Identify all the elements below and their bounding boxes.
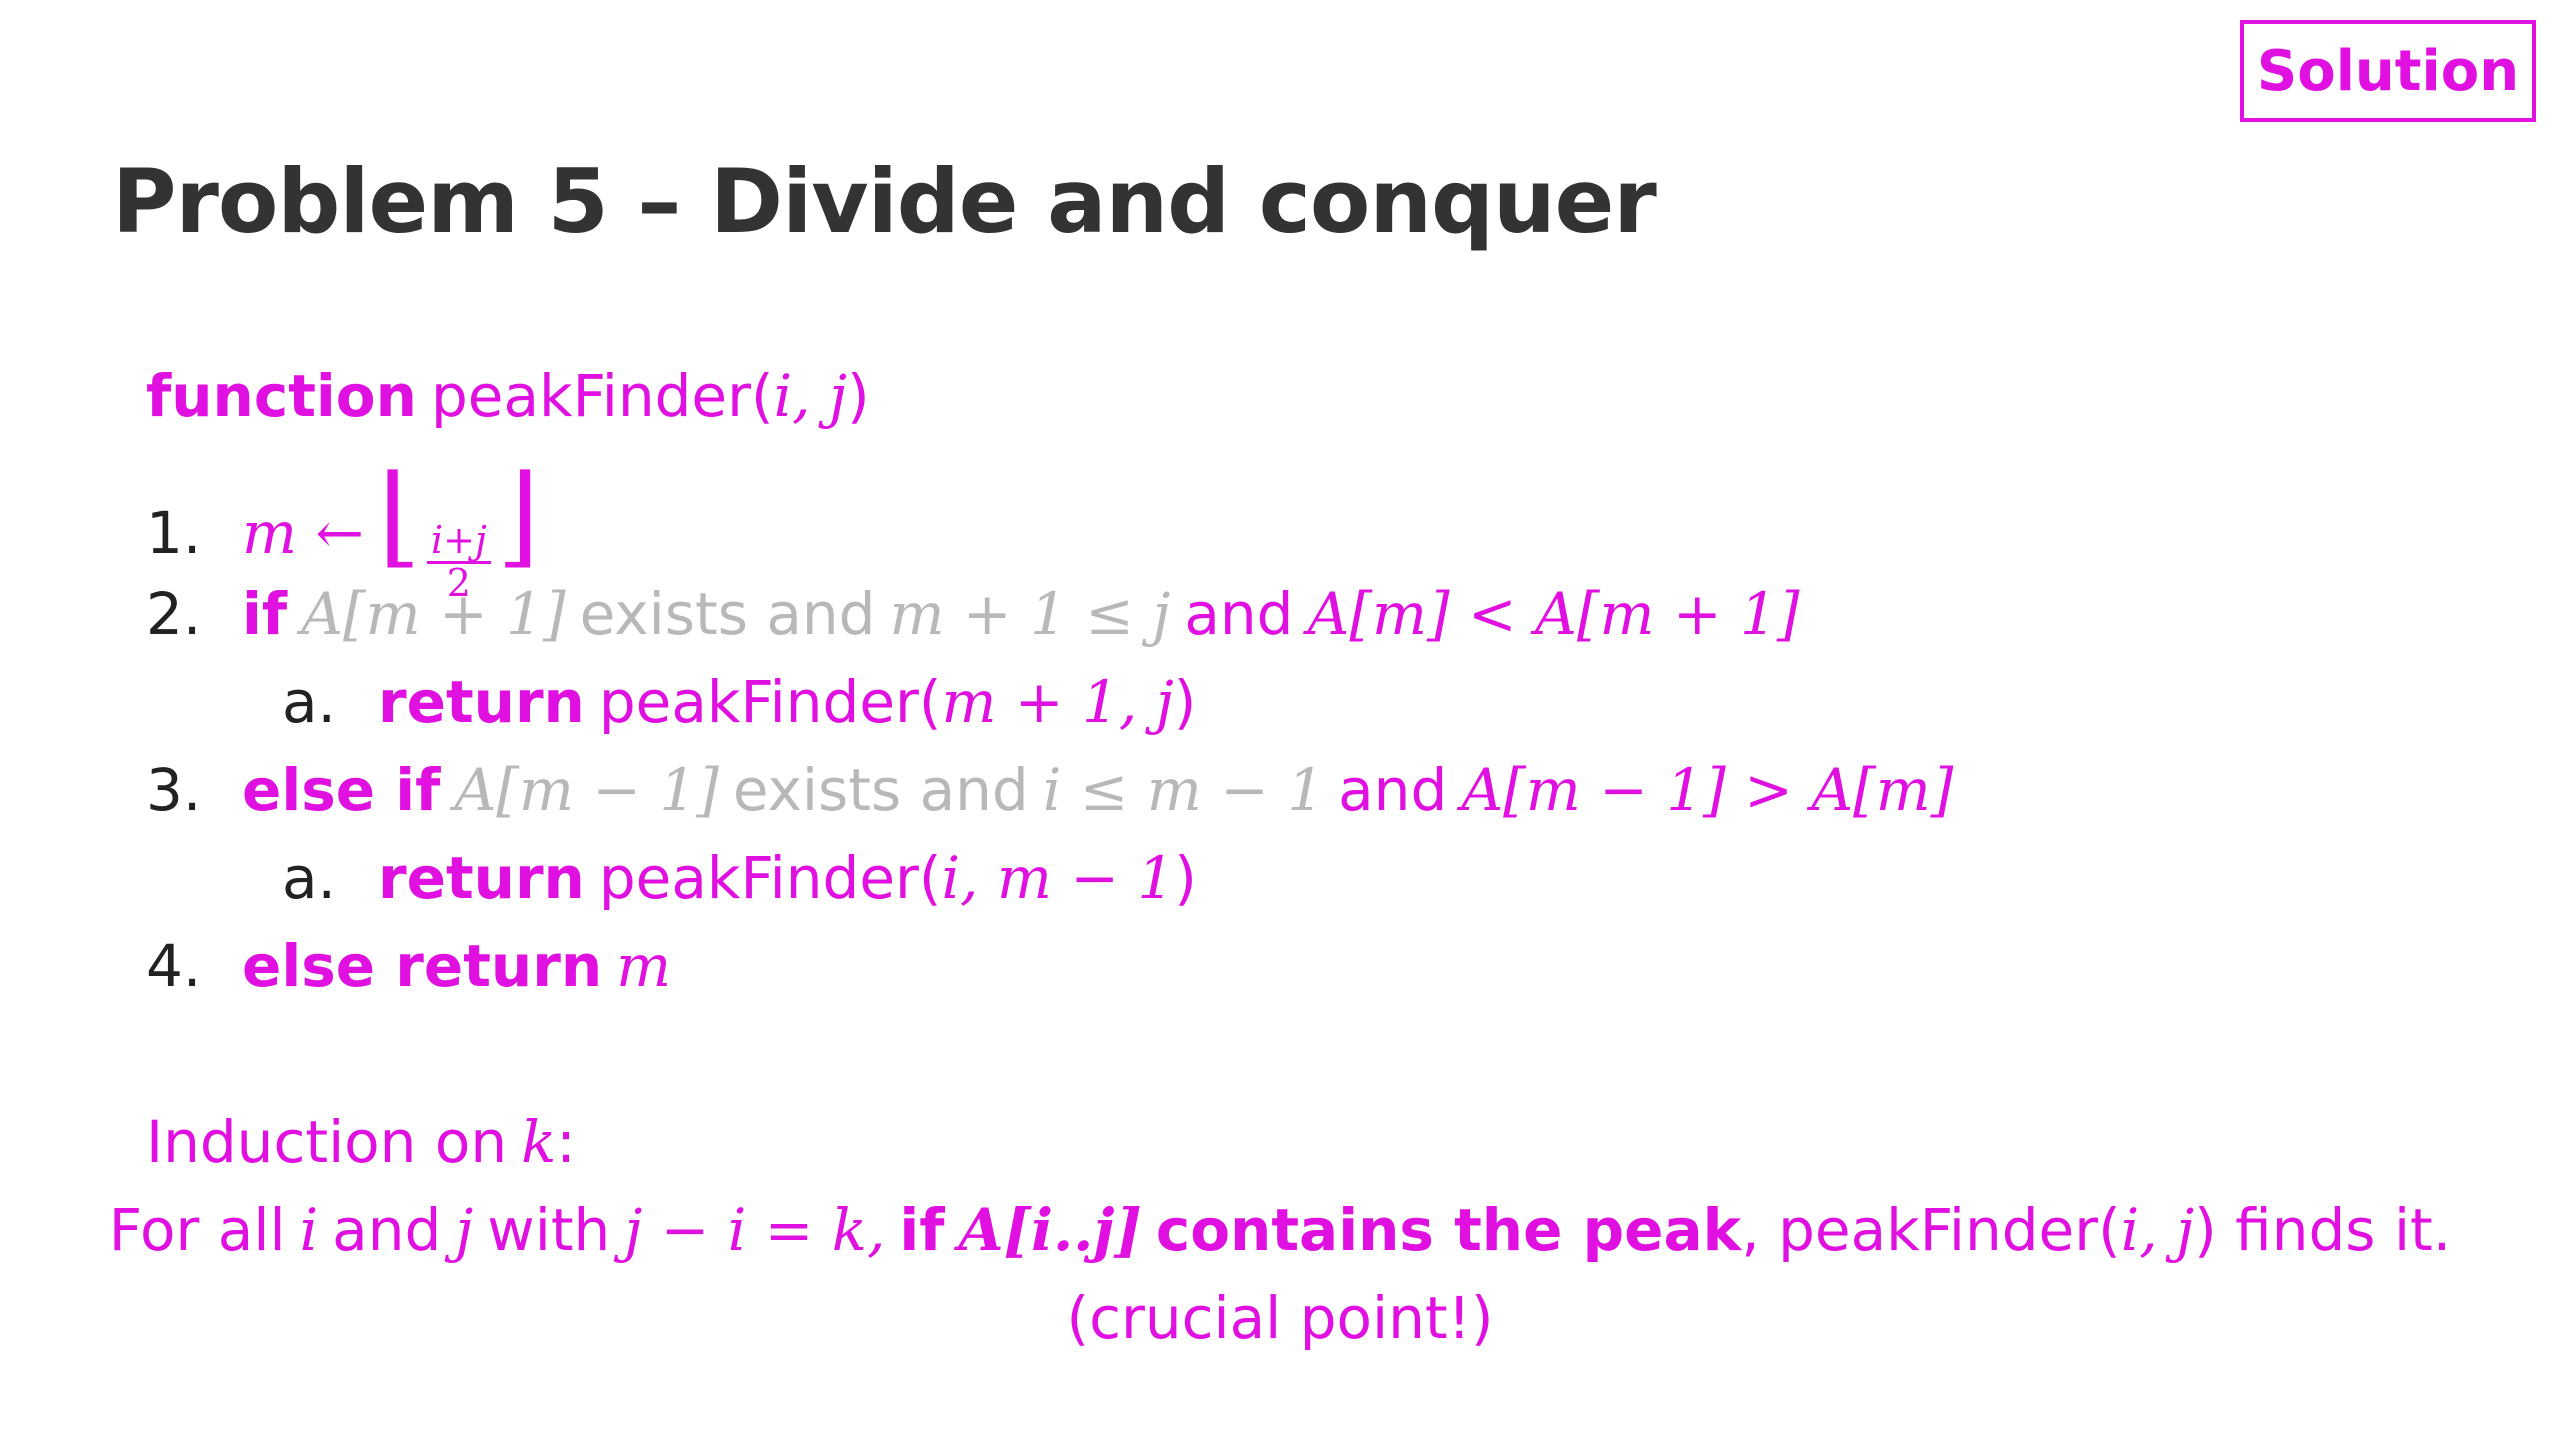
floor-left: ⌊: [378, 451, 421, 579]
return-var: m: [616, 932, 672, 1000]
bound-check-expr: A[m − 1]: [454, 756, 719, 824]
call-args: i, m − 1: [941, 844, 1175, 912]
step-3: 3. else if A[m − 1] exists and i ≤ m − 1…: [146, 756, 1953, 824]
substep-letter: a.: [282, 844, 336, 912]
claim-var-i: i: [299, 1196, 319, 1264]
claim-call-close: ) finds it.: [2194, 1196, 2452, 1264]
if-keyword: if: [242, 580, 288, 648]
bound-check-expr: A[m + 1]: [301, 580, 566, 648]
return-keyword: return: [378, 668, 585, 736]
recursive-call: peakFinder(: [598, 844, 942, 912]
function-keyword: function: [146, 362, 417, 430]
claim-call-args: i, j: [2120, 1196, 2195, 1264]
step-number: 1.: [146, 499, 202, 567]
claim-call: , peakFinder(: [1741, 1196, 2121, 1264]
and-text: and: [1184, 580, 1294, 648]
call-close: ): [1174, 844, 1197, 912]
function-args: i, j: [773, 362, 847, 430]
function-name: peakFinder(: [430, 362, 774, 430]
claim-peak-text: contains the peak: [1155, 1196, 1742, 1264]
range-check-expr: m + 1 ≤ j: [889, 580, 1171, 648]
claim-text: and: [332, 1196, 442, 1264]
else-return-keyword: else return: [242, 932, 603, 1000]
induction-heading: Induction on k :: [146, 1108, 576, 1176]
induction-claim: For all i and j with j − i = k, if A[i..…: [0, 1196, 2560, 1264]
note-text: (crucial point!): [1066, 1284, 1494, 1352]
call-close: ): [1173, 668, 1197, 736]
induction-prefix: Induction on: [146, 1108, 508, 1176]
claim-var-j: j: [455, 1196, 474, 1264]
step-number: 4.: [146, 932, 202, 1000]
fraction-denominator: 2: [446, 560, 471, 605]
claim-text: For all: [108, 1196, 286, 1264]
fraction-numerator: i+j: [426, 520, 491, 564]
step-2a: a. return peakFinder( m + 1, j ): [282, 668, 1196, 736]
return-keyword: return: [378, 844, 585, 912]
crucial-point-note: (crucial point!): [0, 1284, 2560, 1352]
exists-and-text: exists and: [579, 580, 876, 648]
function-close: ): [846, 362, 870, 430]
midpoint-assign: m ←: [242, 499, 365, 567]
claim-equation: j − i = k,: [624, 1196, 886, 1264]
induction-suffix: :: [556, 1108, 576, 1176]
step-number: 3.: [146, 756, 202, 824]
step-4: 4. else return m: [146, 932, 671, 1000]
function-header: function peakFinder( i, j ): [146, 362, 870, 430]
step-2: 2. if A[m + 1] exists and m + 1 ≤ j and …: [146, 580, 1800, 648]
claim-if-keyword: if: [899, 1196, 945, 1264]
substep-letter: a.: [282, 668, 336, 736]
page-title: Problem 5 – Divide and conquer: [112, 150, 1657, 253]
midpoint-fraction: i+j 2: [421, 520, 497, 605]
recursive-call: peakFinder(: [598, 668, 942, 736]
claim-subarray: A[i..j]: [958, 1196, 1142, 1264]
else-if-keyword: else if: [242, 756, 441, 824]
induction-var: k: [521, 1108, 557, 1176]
floor-right: ⌋: [496, 451, 540, 579]
solution-badge: Solution: [2240, 20, 2536, 122]
call-args: m + 1, j: [941, 668, 1174, 736]
exists-and-text: exists and: [732, 756, 1029, 824]
claim-text: with: [487, 1196, 611, 1264]
and-text: and: [1338, 756, 1448, 824]
compare-expr: A[m − 1] > A[m]: [1461, 756, 1954, 824]
range-check-expr: i ≤ m − 1: [1042, 756, 1325, 824]
step-number: 2.: [146, 580, 202, 648]
step-3a: a. return peakFinder( i, m − 1 ): [282, 844, 1197, 912]
compare-expr: A[m] < A[m + 1]: [1307, 580, 1800, 648]
step-1: 1. m ← ⌊ i+j 2 ⌋: [146, 460, 540, 604]
